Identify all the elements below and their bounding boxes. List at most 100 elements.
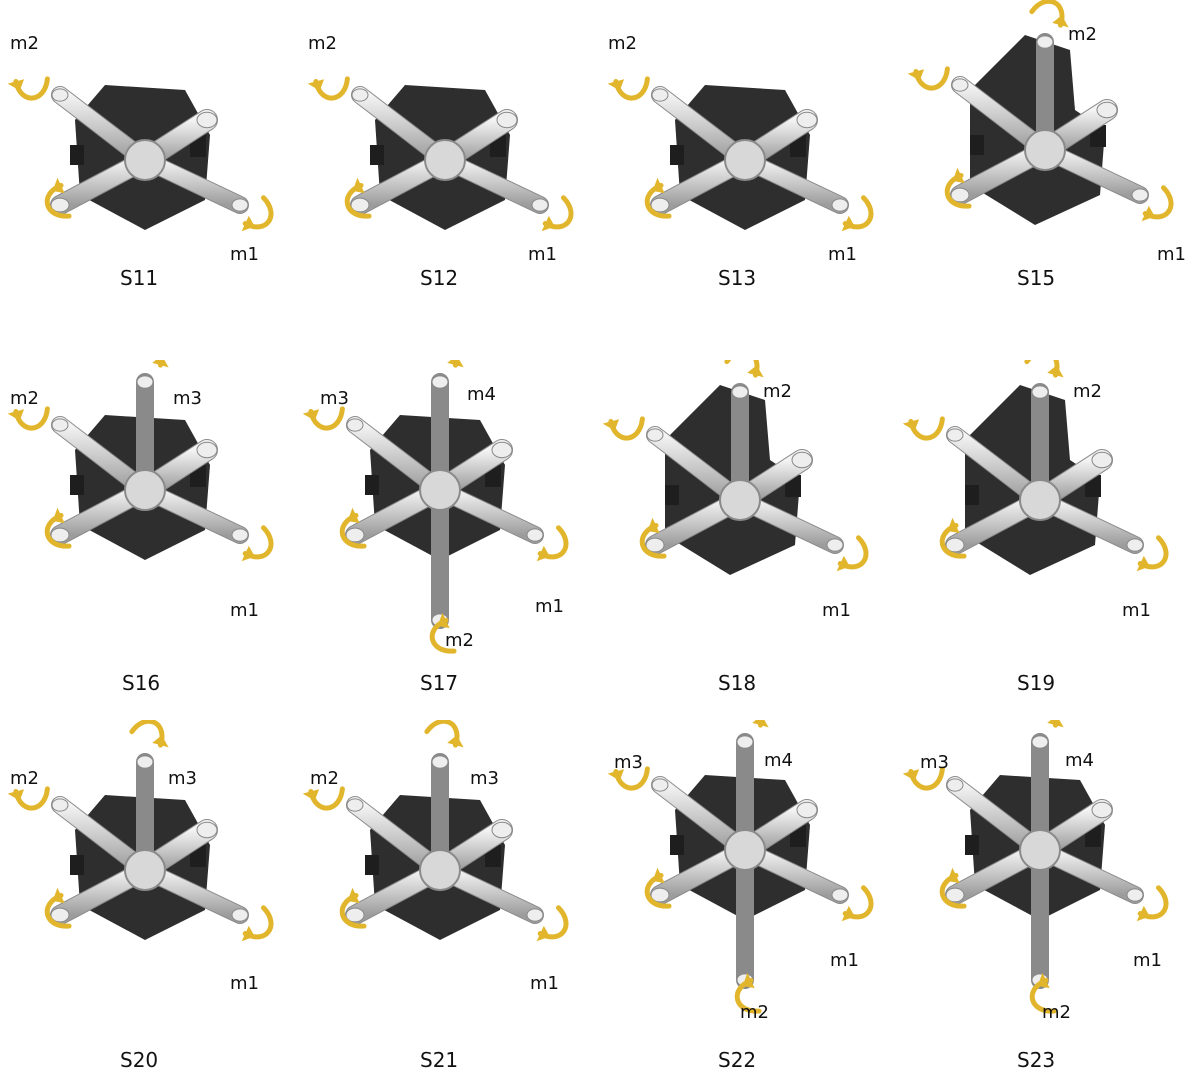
shaft-top-end <box>1037 36 1053 48</box>
moment-label: m2 <box>740 1004 769 1022</box>
moment-label: m3 <box>173 390 202 408</box>
housing-flange <box>70 855 84 875</box>
moment-label: m1 <box>1133 952 1162 970</box>
shaft-front-right-end <box>832 889 848 901</box>
shaft-back-left-end <box>52 89 68 101</box>
shaft-front-right-end <box>232 909 248 921</box>
shaft-front-right-end <box>527 909 543 921</box>
housing-flange <box>665 485 679 505</box>
hub <box>125 850 165 890</box>
moment-label: m1 <box>535 598 564 616</box>
hub <box>420 470 460 510</box>
shaft-front-right-end <box>532 199 548 211</box>
hub <box>1020 830 1060 870</box>
shaft-back-left-end <box>52 419 68 431</box>
moment-label: m4 <box>1065 752 1094 770</box>
moment-label: m1 <box>530 975 559 993</box>
hub <box>420 850 460 890</box>
variant-code: S11 <box>120 268 158 288</box>
shaft-back-right-end <box>492 822 512 837</box>
housing-flange <box>670 835 684 855</box>
shaft-front-right-end <box>1127 889 1143 901</box>
variant-code: S17 <box>420 673 458 693</box>
moment-label: m2 <box>310 770 339 788</box>
shaft-top-end <box>732 386 748 398</box>
shaft-top-end <box>432 376 448 388</box>
rotation-arrow-top <box>1026 360 1066 389</box>
shaft-top-end <box>1032 386 1048 398</box>
hub <box>125 140 165 180</box>
moment-label: m2 <box>1073 383 1102 401</box>
gearbox-drawing <box>600 720 900 1050</box>
hub <box>125 470 165 510</box>
variant-code: S16 <box>122 673 160 693</box>
moment-label: m4 <box>467 386 496 404</box>
hub <box>1025 130 1065 170</box>
moment-label: m1 <box>230 975 259 993</box>
shaft-front-right-end <box>1127 539 1143 551</box>
moment-label: m3 <box>470 770 499 788</box>
shaft-top-end <box>1032 736 1048 748</box>
hub <box>725 140 765 180</box>
rotation-arrow-back <box>907 53 950 93</box>
shaft-back-left-end <box>647 429 663 441</box>
rotation-arrow-back <box>602 403 645 443</box>
shaft-back-right-end <box>1092 452 1112 467</box>
moment-label: m3 <box>168 770 197 788</box>
variant-code: S22 <box>718 1050 756 1070</box>
rotation-arrow-top <box>426 720 466 759</box>
shaft-top-end <box>737 736 753 748</box>
shaft-back-left-end <box>347 419 363 431</box>
variant-code: S19 <box>1017 673 1055 693</box>
shaft-back-right-end <box>797 802 817 817</box>
shaft-back-right-end <box>492 442 512 457</box>
variant-code: S21 <box>420 1050 458 1070</box>
moment-label: m2 <box>1042 1004 1071 1022</box>
housing-flange <box>370 145 384 165</box>
shaft-back-left-end <box>652 89 668 101</box>
moment-label: m1 <box>822 602 851 620</box>
moment-label: m2 <box>10 390 39 408</box>
shaft-back-right-end <box>197 822 217 837</box>
rotation-arrow-back <box>607 63 650 103</box>
hub <box>425 140 465 180</box>
variant-code: S20 <box>120 1050 158 1070</box>
gearbox-drawing <box>0 720 300 1050</box>
shaft-front-right-end <box>232 199 248 211</box>
shaft-back-left-end <box>52 799 68 811</box>
shaft-front-right-end <box>832 199 848 211</box>
hub <box>1020 480 1060 520</box>
variant-code: S23 <box>1017 1050 1055 1070</box>
moment-label: m1 <box>830 952 859 970</box>
moment-label: m2 <box>1068 26 1097 44</box>
variant-code: S15 <box>1017 268 1055 288</box>
shaft-back-right-end <box>197 112 217 127</box>
shaft-back-right-end <box>797 112 817 127</box>
housing-flange <box>365 855 379 875</box>
shaft-back-left-end <box>947 429 963 441</box>
housing-flange <box>970 135 984 155</box>
housing-flange <box>670 145 684 165</box>
moment-label: m2 <box>308 35 337 53</box>
shaft-back-left-end <box>652 779 668 791</box>
shaft-top-end <box>137 756 153 768</box>
shaft-front-right-end <box>1132 189 1148 201</box>
housing-flange <box>70 475 84 495</box>
moment-label: m1 <box>528 246 557 264</box>
housing-flange <box>70 145 84 165</box>
shaft-front-right-end <box>527 529 543 541</box>
shaft-back-right-end <box>197 442 217 457</box>
hub <box>720 480 760 520</box>
moment-label: m1 <box>1157 246 1186 264</box>
shaft-back-left-end <box>347 799 363 811</box>
shaft-back-right-end <box>1097 102 1117 117</box>
moment-label: m2 <box>10 35 39 53</box>
moment-label: m1 <box>230 602 259 620</box>
moment-label: m4 <box>764 752 793 770</box>
shaft-back-left-end <box>352 89 368 101</box>
rotation-arrow-back <box>307 63 350 103</box>
shaft-front-right-end <box>827 539 843 551</box>
gearbox-drawing <box>900 360 1200 690</box>
gearbox-drawing <box>0 360 300 690</box>
moment-label: m2 <box>445 632 474 650</box>
